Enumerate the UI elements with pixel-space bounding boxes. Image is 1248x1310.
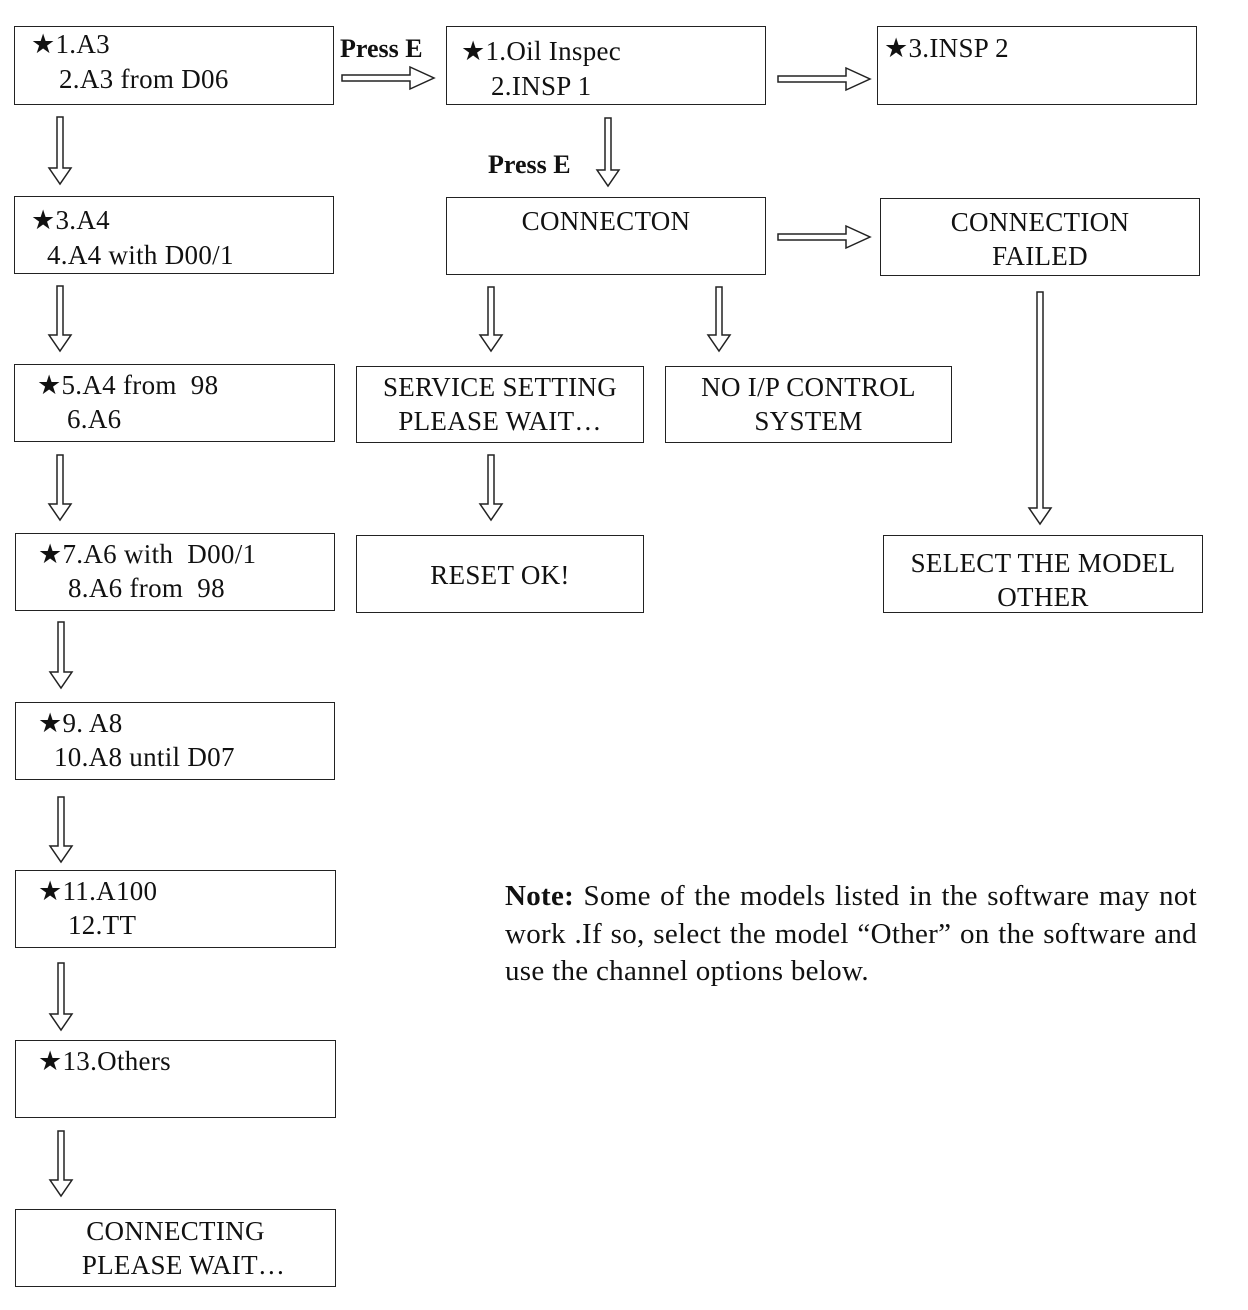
arrow-down-7 — [48, 1130, 74, 1198]
menu-item-a3: ★1.A3 — [31, 29, 110, 59]
arrow-down-noip — [706, 286, 732, 353]
menu-box-a4: ★3.A4 4.A4 with D00/1 — [14, 196, 334, 274]
no-ip-control-line2: SYSTEM — [754, 406, 863, 436]
arrow-right-failed — [777, 224, 872, 250]
menu-item-a3-d06: 2.A3 from D06 — [59, 64, 229, 94]
arrow-right-press-e — [341, 65, 436, 91]
menu-item-a4-d00: 4.A4 with D00/1 — [47, 240, 234, 270]
please-wait-text: PLEASE WAIT… — [81, 1250, 286, 1280]
reset-ok-box: RESET OK! — [356, 535, 644, 613]
connecting-box: CONNECTING PLEASE WAIT… — [15, 1209, 336, 1287]
arrow-down-service — [478, 286, 504, 353]
menu-box-a4-98: ★5.A4 from 98 6.A6 — [14, 364, 335, 442]
arrow-right-insp2 — [777, 66, 872, 92]
menu-box-a6-d00: ★7.A6 with D00/1 8.A6 from 98 — [15, 533, 335, 611]
no-ip-control-line1: NO I/P CONTROL — [701, 372, 916, 402]
arrow-down-press-e — [595, 117, 621, 188]
connecting-text: CONNECTING — [86, 1216, 265, 1246]
menu-item-a4-98: ★5.A4 from 98 — [37, 370, 219, 400]
arrow-down-1 — [47, 116, 73, 186]
no-ip-control-box: NO I/P CONTROL SYSTEM — [665, 366, 952, 443]
menu-item-a8: ★9. A8 — [38, 708, 123, 738]
oil-inspec-item: ★1.Oil Inspec — [461, 36, 622, 66]
select-model-line2: OTHER — [997, 582, 1089, 612]
select-model-line1: SELECT THE MODEL — [910, 548, 1176, 578]
insp1-item: 2.INSP 1 — [491, 71, 592, 101]
arrow-down-reset — [478, 454, 504, 522]
insp2-item: ★3.INSP 2 — [884, 33, 1009, 63]
menu-item-others: ★13.Others — [38, 1046, 171, 1076]
reset-ok-text: RESET OK! — [430, 560, 570, 590]
menu-box-a8: ★9. A8 10.A8 until D07 — [15, 702, 335, 780]
menu-box-a100: ★11.A100 12.TT — [15, 870, 336, 948]
arrow-down-3 — [47, 454, 73, 522]
service-setting-line1: SERVICE SETTING — [382, 372, 618, 402]
service-setting-line2: PLEASE WAIT… — [398, 406, 602, 436]
service-setting-box: SERVICE SETTING PLEASE WAIT… — [356, 366, 644, 443]
arrow-down-4 — [48, 621, 74, 690]
press-e-label-top: Press E — [340, 34, 423, 63]
arrow-down-5 — [48, 796, 74, 864]
connection-failed-box: CONNECTION FAILED — [880, 198, 1200, 276]
select-model-box: SELECT THE MODEL OTHER — [883, 535, 1203, 613]
menu-item-a4: ★3.A4 — [31, 205, 110, 235]
menu-item-tt: 12.TT — [68, 910, 137, 940]
insp2-box: ★3.INSP 2 — [877, 26, 1197, 105]
menu-item-a6-d00: ★7.A6 with D00/1 — [38, 539, 257, 569]
menu-item-a100: ★11.A100 — [38, 876, 158, 906]
connection-text: CONNECTON — [521, 206, 691, 236]
menu-box-a3: ★1.A3 2.A3 from D06 — [14, 26, 334, 105]
note-paragraph: Note: Some of the models listed in the s… — [505, 878, 1197, 991]
arrow-down-select-model — [1027, 291, 1053, 526]
inspection-box: ★1.Oil Inspec 2.INSP 1 — [446, 26, 766, 105]
note-text: Some of the models listed in the softwar… — [505, 880, 1197, 987]
arrow-down-6 — [48, 962, 74, 1032]
connection-failed-line1: CONNECTION — [950, 207, 1130, 237]
connection-box: CONNECTON — [446, 197, 766, 275]
arrow-down-2 — [47, 285, 73, 353]
menu-box-others: ★13.Others — [15, 1040, 336, 1118]
menu-item-a6-98: 8.A6 from 98 — [68, 573, 225, 603]
note-label: Note: — [505, 880, 575, 912]
menu-item-a6: 6.A6 — [67, 404, 122, 434]
menu-item-a8-d07: 10.A8 until D07 — [54, 742, 235, 772]
connection-failed-line2: FAILED — [992, 241, 1088, 271]
press-e-label-mid: Press E — [488, 150, 571, 179]
